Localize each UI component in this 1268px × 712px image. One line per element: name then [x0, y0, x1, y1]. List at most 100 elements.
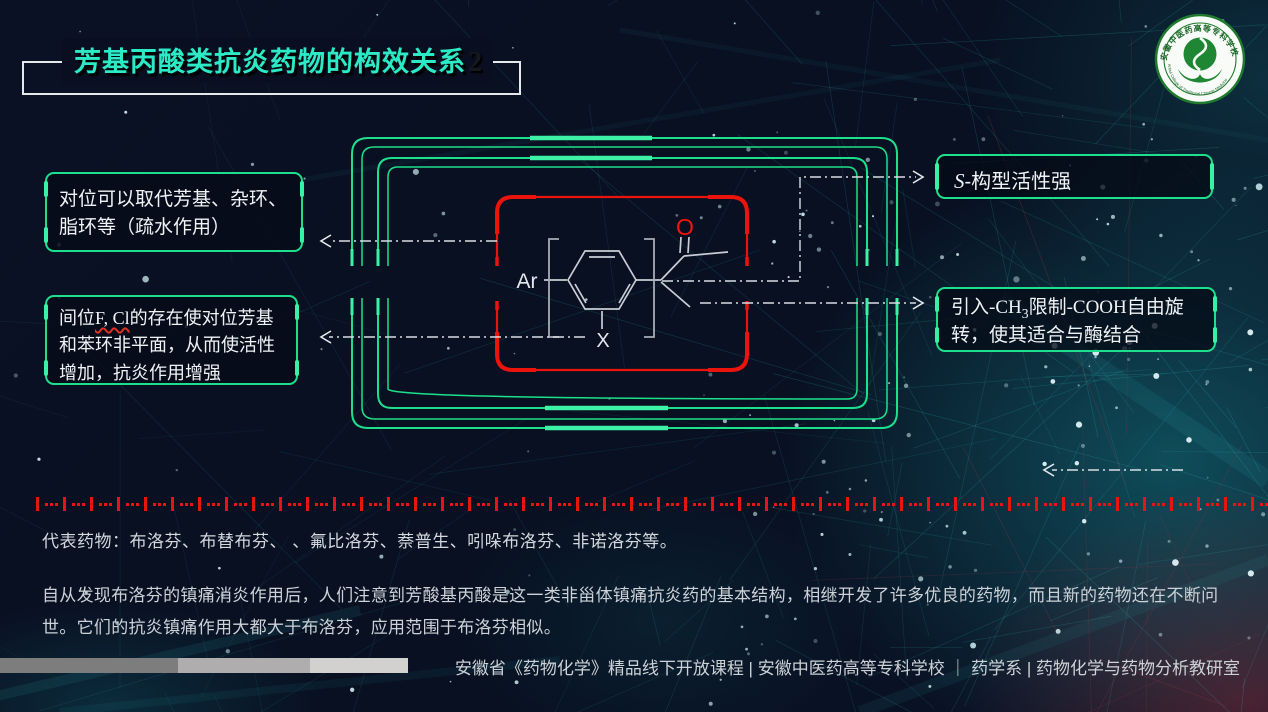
network-dot	[1186, 437, 1192, 443]
network-dot	[867, 248, 870, 252]
network-dot	[813, 567, 818, 571]
network-dot	[940, 255, 944, 260]
network-dot	[820, 532, 824, 536]
network-dot	[1144, 25, 1148, 28]
network-dot	[1142, 122, 1146, 126]
network-dot	[798, 230, 801, 233]
network-line	[792, 82, 1146, 129]
network-dot	[833, 419, 836, 422]
network-dot	[746, 147, 751, 152]
corner-accent	[295, 304, 299, 376]
network-line	[772, 507, 992, 546]
chemical-skeleton	[544, 236, 729, 329]
network-dot	[903, 383, 909, 388]
network-line	[1240, 677, 1246, 712]
network-dot	[527, 450, 530, 453]
separator-unit	[981, 497, 1008, 511]
separator-unit	[819, 497, 846, 511]
network-dot	[749, 414, 751, 417]
separator-unit	[549, 497, 576, 511]
network-dot	[815, 10, 820, 15]
network-dot	[1228, 287, 1233, 291]
network-line	[1237, 230, 1268, 241]
network-line	[942, 0, 1023, 117]
network-line	[404, 249, 761, 374]
network-dot	[1088, 365, 1091, 367]
footer-text: 安徽省《药物化学》精品线下开放课程 | 安徽中医药高等专科学校 ｜ 药学系 | …	[454, 659, 1240, 678]
network-line	[942, 37, 1053, 90]
separator-unit	[279, 497, 306, 511]
callout-left-top-text: 对位可以取代芳基、杂环、脂环等（疏水作用）	[59, 189, 288, 238]
red-frame	[495, 195, 749, 372]
network-line	[1012, 365, 1249, 389]
network-dot	[250, 162, 255, 167]
separator-unit	[900, 497, 927, 511]
separator-unit	[522, 497, 549, 511]
network-line	[1138, 544, 1268, 565]
network-dot	[871, 418, 876, 423]
logo-inner-ring	[1163, 22, 1237, 96]
network-line	[830, 250, 961, 479]
footer-bar-segment	[310, 658, 408, 673]
network-dot	[1153, 373, 1160, 379]
network-dot	[708, 701, 713, 706]
separator-unit	[1062, 497, 1089, 511]
network-dot	[956, 253, 960, 256]
network-dot	[973, 568, 978, 573]
network-dot	[1096, 218, 1099, 221]
network-dot	[703, 394, 705, 397]
network-line	[1088, 361, 1136, 518]
title-text: 芳基丙酸类抗炎药物的构效关系	[74, 47, 466, 77]
network-line	[1044, 373, 1167, 378]
network-line	[878, 369, 1152, 391]
network-dot	[1190, 250, 1194, 254]
network-dot	[830, 221, 834, 225]
bracket-left	[548, 238, 559, 338]
separator-unit	[1143, 497, 1170, 511]
separator-unit	[441, 497, 468, 511]
red-dashed-separator	[36, 497, 1263, 512]
network-line	[875, 0, 1110, 267]
network-dot	[864, 479, 868, 482]
bracket-right	[644, 238, 655, 338]
network-dot	[446, 346, 450, 350]
network-line	[467, 0, 470, 7]
network-line	[913, 368, 1129, 449]
network-dot	[805, 209, 808, 212]
separator-unit	[792, 497, 819, 511]
network-line	[745, 0, 803, 65]
separator-unit	[171, 497, 198, 511]
network-dot	[142, 275, 149, 283]
network-dot	[1074, 461, 1080, 466]
green-frames	[351, 137, 898, 429]
network-line	[859, 544, 928, 559]
network-dot	[784, 150, 788, 155]
network-dot	[1206, 476, 1209, 479]
network-dot	[412, 168, 419, 175]
separator-unit	[1224, 497, 1251, 511]
corner-accent	[935, 163, 939, 190]
body-paragraph: 自从发现布洛芬的镇痛消炎作用后，人们注意到芳酸基丙酸是这一类非甾体镇痛抗炎药的基…	[42, 586, 1219, 637]
lb-halogens: F, Cl	[95, 308, 130, 328]
separator-unit	[117, 497, 144, 511]
network-dot	[752, 511, 758, 517]
network-dot	[747, 353, 750, 356]
footer-bar	[0, 658, 408, 673]
arrowhead-right-top	[912, 170, 925, 184]
separator-unit	[576, 497, 603, 511]
network-dot	[1127, 357, 1131, 361]
separator-unit	[603, 497, 630, 511]
corner-accent	[1213, 296, 1217, 343]
green-frame-ticks	[350, 249, 899, 315]
network-line	[891, 446, 907, 679]
network-dot	[745, 647, 748, 651]
network-dot	[449, 680, 452, 683]
network-dot	[722, 419, 727, 424]
network-dot	[928, 684, 932, 688]
separator-unit	[657, 497, 684, 511]
network-line	[480, 278, 872, 395]
network-dot	[1255, 183, 1263, 191]
representative-drugs-line: 代表药物：布洛芬、布替布芬、 、氟比洛芬、萘普生、吲哚布洛芬、非诺洛芬等。	[42, 532, 678, 551]
network-dot	[1172, 559, 1179, 566]
network-dot	[877, 332, 882, 336]
